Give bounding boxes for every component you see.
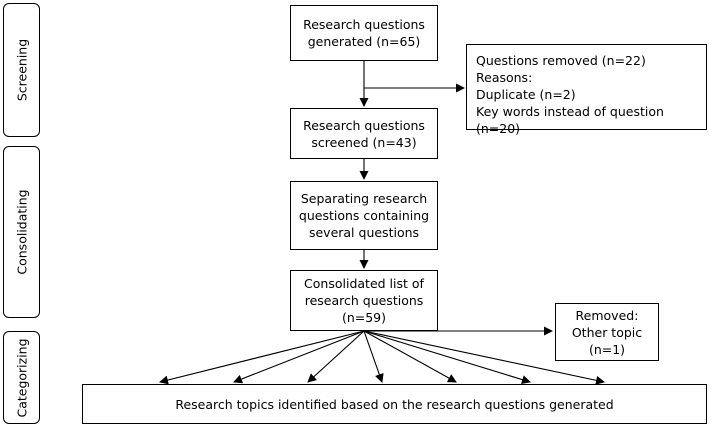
topics-label: Research topics identified based on the … <box>175 396 614 412</box>
box-consolidated-list: Consolidated list of research questions … <box>290 270 438 331</box>
box-questions-generated: Research questions generated (n=65) <box>290 5 438 61</box>
stage-screening: Screening <box>3 3 40 137</box>
removed-line-4: Key words instead of question (n=20) <box>476 104 664 136</box>
arrow-fan-7 <box>363 330 605 385</box>
removed-line-2: Reasons: <box>476 70 533 85</box>
removed-line-1: Questions removed (n=22) <box>476 53 646 68</box>
box-questions-screened: Research questions screened (n=43) <box>290 108 438 159</box>
removed-other-line-3: (n=1) <box>588 341 626 357</box>
box-research-topics: Research topics identified based on the … <box>82 384 707 424</box>
separating-line-2: questions containing <box>298 208 430 223</box>
screened-line-2: screened (n=43) <box>311 134 417 150</box>
removed-line-3: Duplicate (n=2) <box>476 87 576 102</box>
arrow-fan-2 <box>233 330 365 384</box>
removed-other-line-2: Other topic <box>571 324 643 340</box>
stage-consolidating: Consolidating <box>3 146 40 318</box>
consolidated-line-2: research questions <box>304 293 424 308</box>
arrow-fan-1 <box>159 330 365 385</box>
removed-other-line-1: Removed: <box>575 307 639 323</box>
box-questions-removed: Questions removed (n=22) Reasons: Duplic… <box>466 44 707 136</box>
box-removed-other-topic: Removed: Other topic (n=1) <box>555 303 659 361</box>
arrow-fan-6 <box>363 330 531 384</box>
consolidated-line-1: Consolidated list of <box>304 276 424 291</box>
consolidated-line-3: (n=59) <box>341 310 387 325</box>
arrow-fan-3 <box>307 330 365 383</box>
generated-line-1: Research questions <box>303 17 425 32</box>
stage-categorizing: Categorizing <box>3 331 40 424</box>
box-separating-questions: Separating research questions containing… <box>290 181 438 250</box>
generated-line-2: generated (n=65) <box>307 34 421 49</box>
arrow-fan-4 <box>363 330 384 383</box>
separating-line-1: Separating research <box>300 191 428 206</box>
separating-line-3: several questions <box>308 225 420 240</box>
screened-line-1: Research questions <box>303 117 425 133</box>
arrow-fan-5 <box>363 330 457 383</box>
